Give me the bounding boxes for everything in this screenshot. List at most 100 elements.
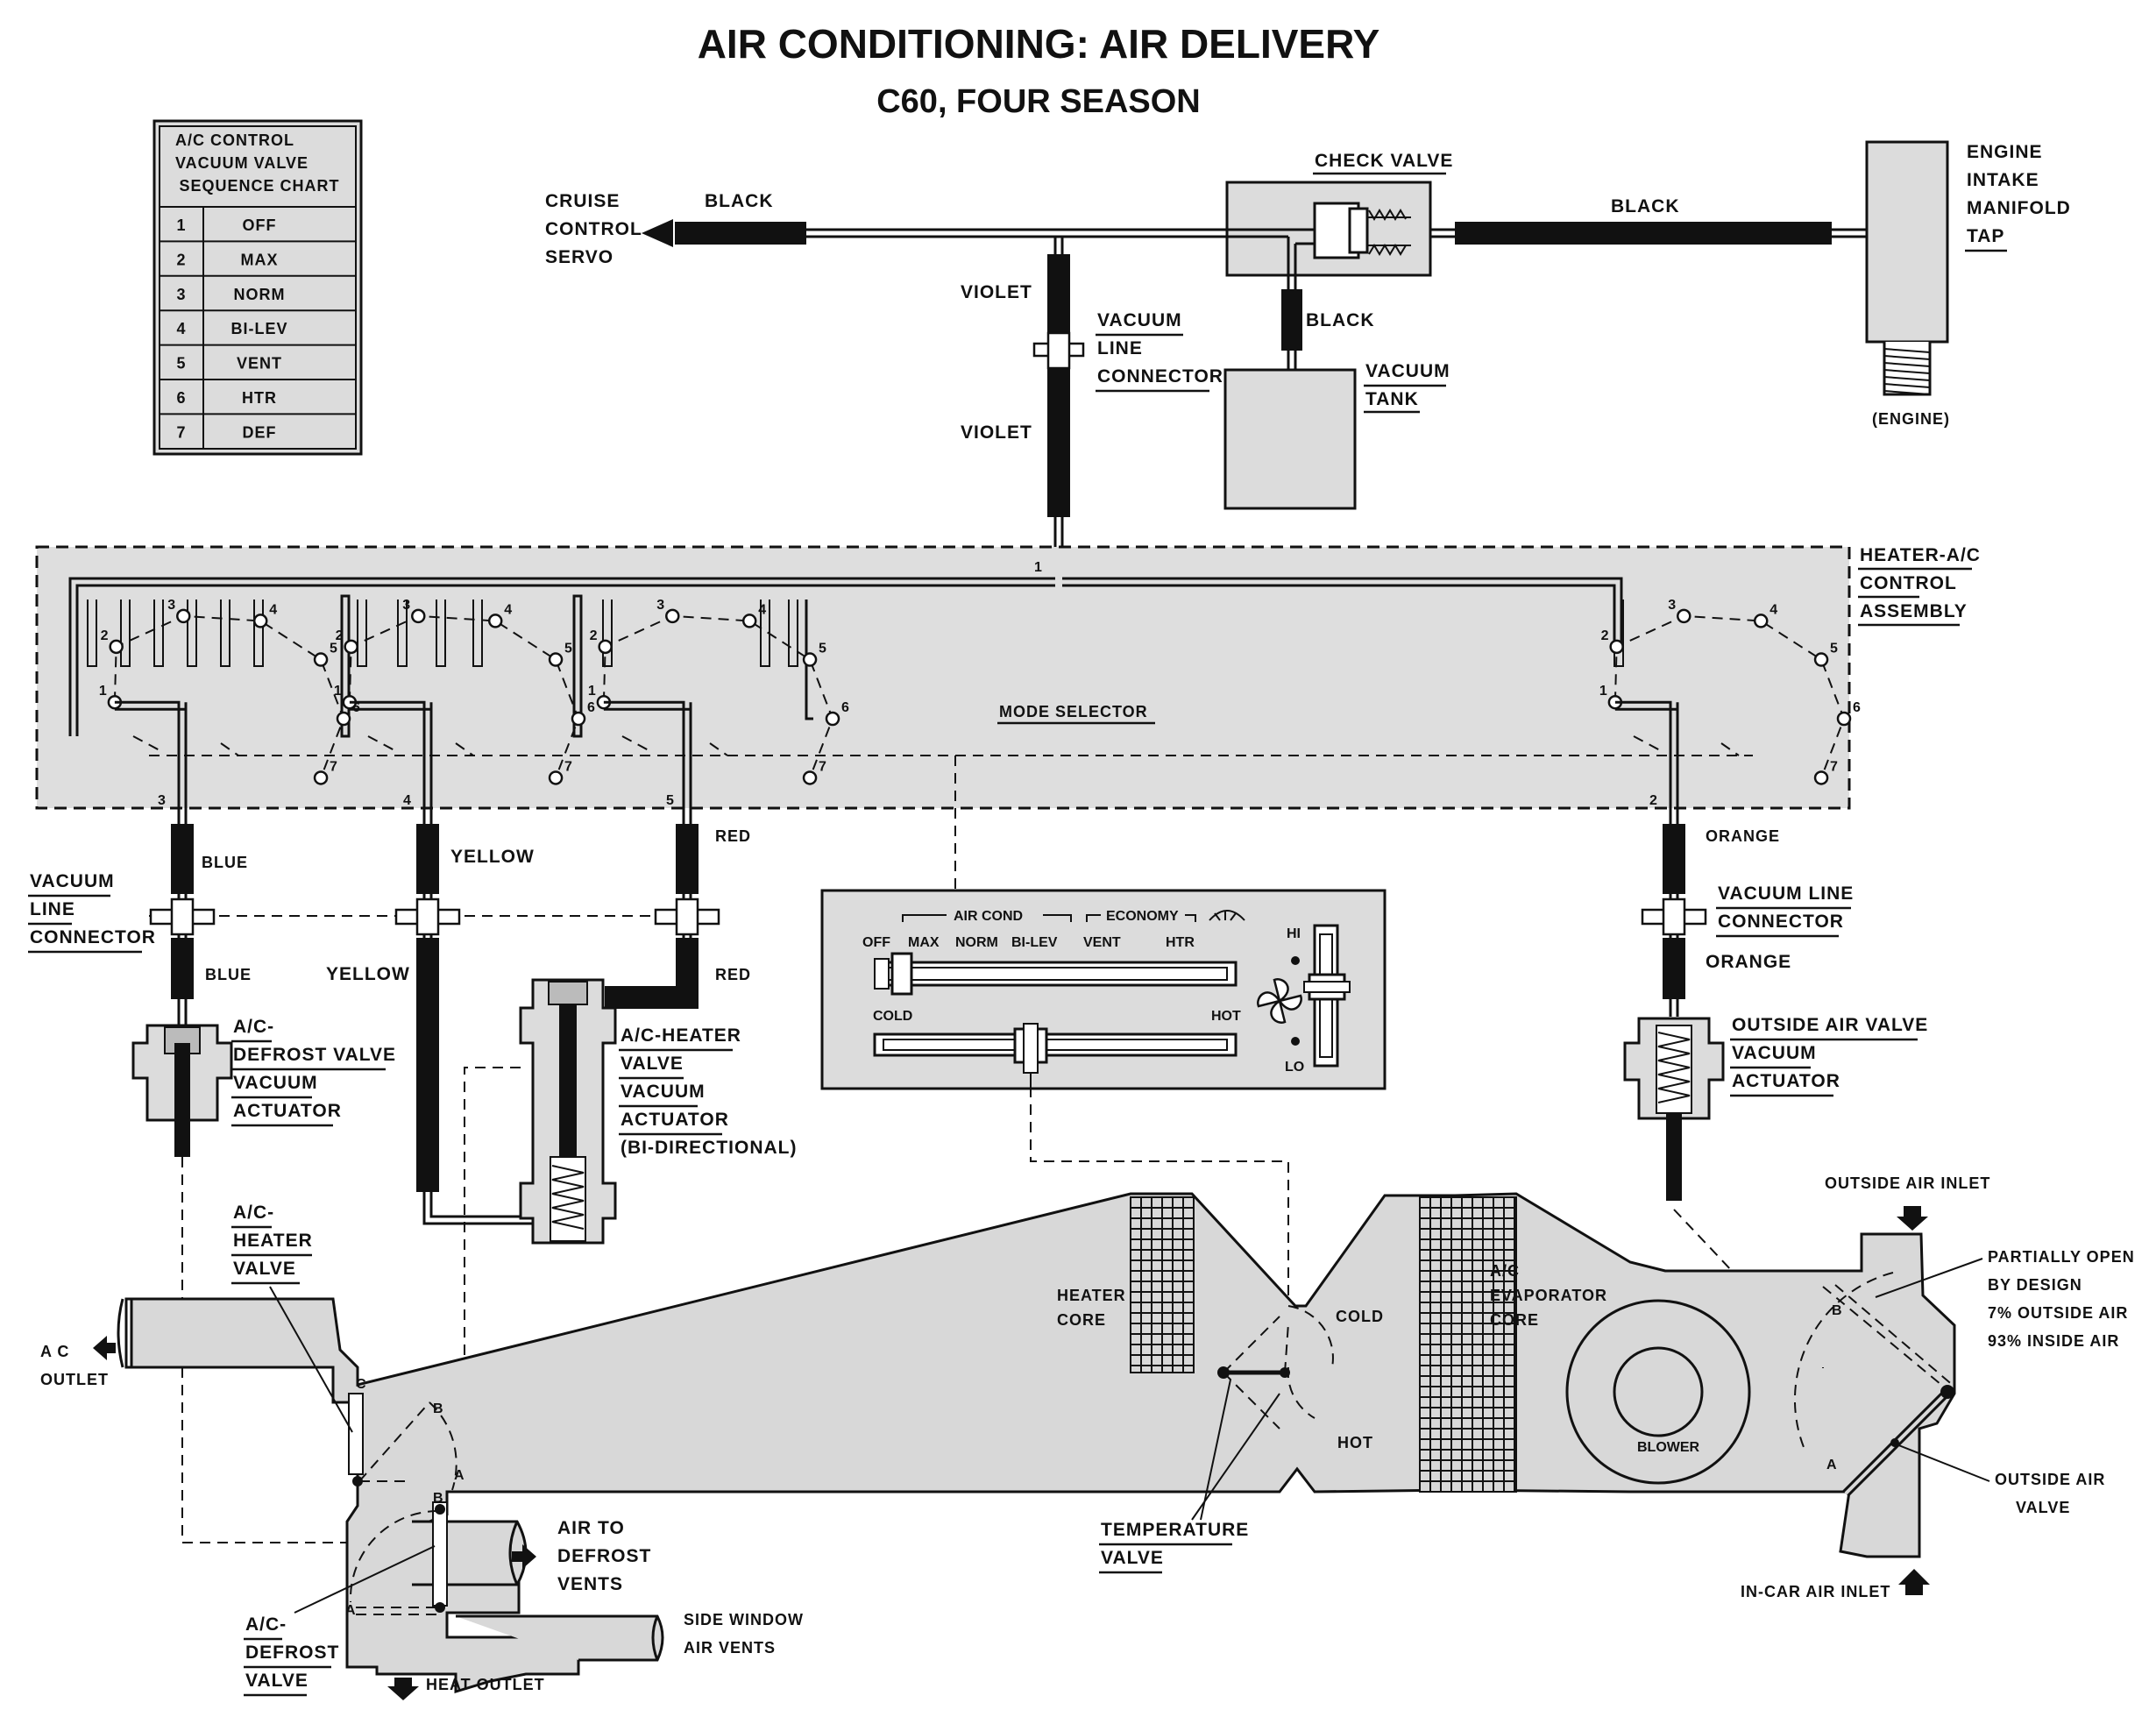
chart-row-number: 4 [176,320,186,337]
sequence-chart: A/C CONTROL VACUUM VALVE SEQUENCE CHART … [152,119,363,456]
chart-row-number: 5 [176,355,186,372]
selector-port [1836,711,1852,727]
tank-hose-black-label: BLACK [1306,310,1375,330]
vlc-right-label-1: VACUUM LINE [1718,883,1854,904]
cruise-label-3: SERVO [545,247,613,267]
outside-air-valve-label-2: VALVE [2016,1499,2070,1516]
selector-port-label: 4 [504,602,512,617]
yellow-label-upper: YELLOW [450,847,535,867]
page-title: AIR CONDITIONING: AIR DELIVERY [698,21,1380,67]
blue-label-lower: BLUE [205,966,252,983]
temperature-valve [1217,1305,1334,1430]
defrost-pos-a: A [345,1603,356,1618]
outside-pos-b: B [1832,1303,1842,1318]
heater-pos-a: A [454,1468,465,1483]
chart-row-mode: DEF [243,423,277,441]
selector-port [176,608,191,624]
partially-open-label-4: 93% INSIDE AIR [1988,1332,2119,1350]
chart-heading-3: SEQUENCE CHART [179,177,339,195]
selector-port [548,652,564,667]
defrost-actuator-label-1: A/C- [233,1017,274,1037]
defrost-valve-label-2: DEFROST [245,1643,339,1663]
vlc-left-label-2: LINE [30,899,75,919]
defrost-arrow-icon [512,1544,536,1569]
engine-tap-label-4: TAP [1967,226,2004,246]
selector-port-label: 4 [1769,602,1777,617]
evaporator-core-grid [1419,1196,1517,1493]
vlc-right-label-2: CONNECTOR [1718,912,1844,932]
defrost-pos-b: B [433,1491,443,1506]
outside-actuator-label-2: VACUUM [1732,1043,1817,1063]
selector-port [1813,652,1829,667]
temp-lever-slot[interactable] [873,1032,1238,1057]
mode-lever[interactable] [874,952,913,996]
temperature-lever[interactable] [1013,1023,1048,1087]
check-valve-label: CHECK VALVE [1315,151,1453,171]
vacuum-tank-label-1: VACUUM [1365,361,1450,381]
ac-outlet-arrow-icon [93,1336,116,1360]
panel-hi-label: HI [1287,926,1301,941]
duct-assembly: BLOWER [40,1174,2134,1700]
assembly-port-1: 1 [1034,560,1042,575]
chart-row-mode: NORM [234,286,286,303]
heater-actuator-label-4: ACTUATOR [621,1110,729,1130]
heater-pos-b: B [433,1401,443,1416]
engine-tap-label-2: INTAKE [1967,170,2039,190]
vlc-top-label-2: LINE [1097,338,1143,358]
panel-lo-label: LO [1285,1060,1304,1075]
fan-icon [1257,978,1302,1024]
selector-port-label: 6 [587,700,595,715]
hose-num-3: 3 [158,793,166,808]
defrost-valve-label-1: A/C- [245,1614,287,1635]
selector-port-label: 3 [167,598,175,613]
selector-port-label: 3 [1668,598,1676,613]
hose-runs: 3 BLUE BLUE 4 YELLOW YELLOW 5 RED RED 2 … [28,719,1854,1225]
chart-row-number: 1 [176,216,186,234]
assembly-label-1: HEATER-A/C [1860,545,1981,565]
violet-label-lower: VIOLET [961,422,1032,443]
panel-cold-label: COLD [873,1009,912,1024]
defrost-actuator-label-2: DEFROST VALVE [233,1045,396,1065]
evaporator-label-3: CORE [1490,1311,1539,1329]
outside-pos-a: A [1826,1458,1837,1472]
selector-port [741,614,757,628]
selector-port [313,770,329,785]
chart-heading-2: VACUUM VALVE [175,154,309,172]
heater-core-label-1: HEATER [1057,1287,1126,1304]
selector-port [109,639,124,655]
heat-outlet-arrow-icon [387,1678,419,1700]
mode-lever-slot[interactable] [875,961,1238,987]
selector-port [825,711,840,727]
selector-port [313,652,329,667]
selector-port-label: 7 [564,759,572,774]
selector-port [548,770,564,785]
selector-port-label: 1 [1599,684,1607,699]
defrost-actuator-label-4: ACTUATOR [233,1101,342,1121]
selector-port-label: 7 [819,759,826,774]
panel-mode-vent: VENT [1083,935,1121,950]
hose-num-4: 4 [403,793,411,808]
chart-row-number: 2 [176,251,186,268]
engine-hose-black-label: BLACK [1611,196,1680,216]
vlc-top-label-3: CONNECTOR [1097,366,1223,387]
heater-actuator-label-2: VALVE [621,1054,684,1074]
heater-actuator-label-5: (BI-DIRECTIONAL) [621,1138,797,1158]
blower-lever[interactable] [1303,973,1351,1001]
outside-air-inlet-label: OUTSIDE AIR INLET [1825,1174,1990,1192]
ac-outlet-label-2: OUTLET [40,1371,109,1388]
vlc-top-label-1: VACUUM [1097,310,1182,330]
vacuum-source: CHECK VALVE BLACK VACUUM TANK (ENGINE) E… [545,140,2070,578]
outside-inlet-arrow-icon [1897,1206,1928,1231]
air-to-defrost-label-2: DEFROST [557,1546,651,1566]
hose-num-5: 5 [666,793,674,808]
ac-outlet-label-1: A C [40,1343,69,1360]
partially-open-label-2: BY DESIGN [1988,1276,2082,1294]
heater-actuator-label-3: VACUUM [621,1082,706,1102]
selector-port-label: 2 [101,628,109,643]
panel-mode-max: MAX [908,935,940,950]
blue-label-upper: BLUE [202,854,248,871]
selector-port-label: 2 [590,628,598,643]
selector-port-label: 6 [352,700,360,715]
selector-port-label: 4 [758,602,766,617]
